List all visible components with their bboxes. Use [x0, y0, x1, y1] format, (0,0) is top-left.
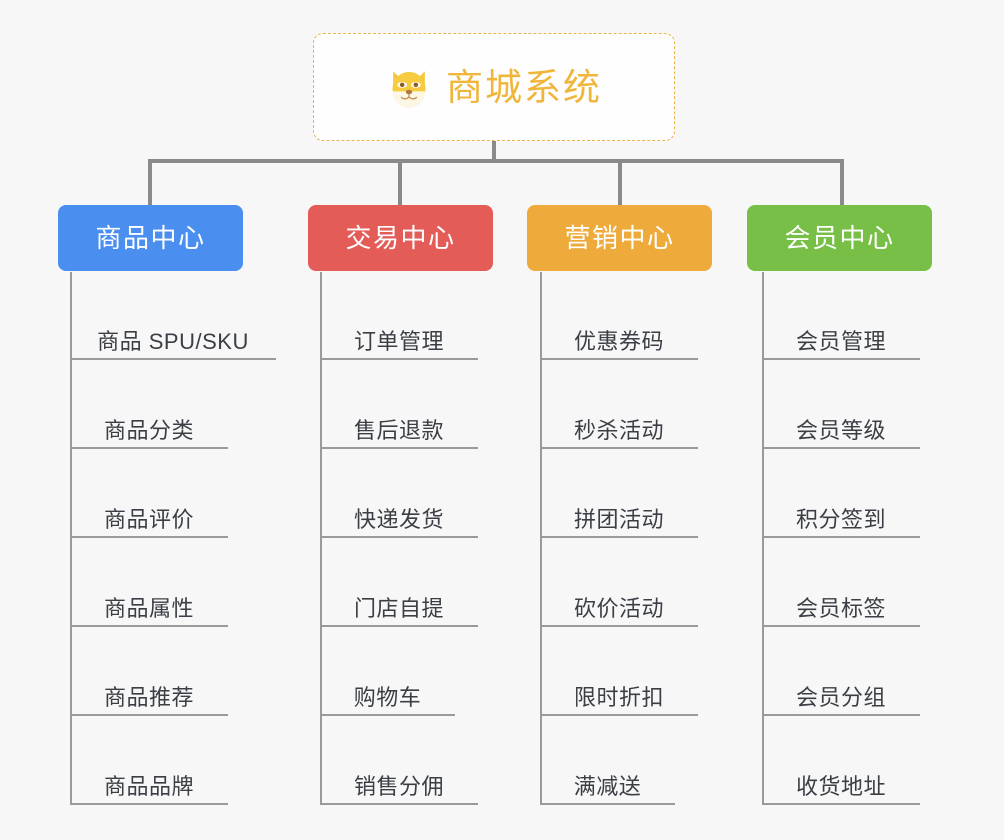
- leaf-label: 积分签到: [795, 506, 886, 532]
- leaf-label: 会员标签: [795, 595, 886, 621]
- leaf-label: 秒杀活动: [573, 417, 664, 443]
- leaf-label: 收货地址: [795, 773, 886, 799]
- leaf-label: 商品分类: [103, 417, 194, 443]
- leaf-label: 商品推荐: [103, 684, 194, 710]
- leaf-label: 购物车: [353, 684, 422, 710]
- root-stem-connector: [492, 141, 496, 163]
- branch-spine-2: [320, 272, 322, 805]
- leaf-label: 砍价活动: [573, 595, 664, 621]
- branch-drop-connector-4: [840, 159, 844, 207]
- leaf-node[interactable]: 快递发货: [320, 500, 478, 538]
- leaf-label: 商品 SPU/SKU: [97, 328, 249, 354]
- leaf-node[interactable]: 订单管理: [320, 322, 478, 360]
- category-label: 营销中心: [564, 223, 675, 253]
- leaf-node[interactable]: 会员等级: [762, 411, 920, 449]
- leaf-label: 快递发货: [353, 506, 444, 532]
- leaf-label: 会员管理: [795, 328, 886, 354]
- leaf-node[interactable]: 会员标签: [762, 589, 920, 627]
- leaf-node[interactable]: 积分签到: [762, 500, 920, 538]
- leaf-node[interactable]: 会员管理: [762, 322, 920, 360]
- branch-drop-connector-3: [618, 159, 622, 207]
- category-label: 交易中心: [345, 223, 456, 253]
- leaf-node[interactable]: 商品评价: [70, 500, 228, 538]
- leaf-node[interactable]: 商品属性: [70, 589, 228, 627]
- leaf-node[interactable]: 售后退款: [320, 411, 478, 449]
- leaf-label: 销售分佣: [353, 773, 444, 799]
- leaf-node[interactable]: 商品 SPU/SKU: [70, 322, 276, 360]
- branch-drop-connector-2: [398, 159, 402, 207]
- leaf-label: 限时折扣: [573, 684, 664, 710]
- leaf-label: 拼团活动: [573, 506, 664, 532]
- leaf-node[interactable]: 销售分佣: [320, 767, 478, 805]
- leaf-node[interactable]: 拼团活动: [540, 500, 698, 538]
- root-node[interactable]: 商城系统: [313, 33, 675, 141]
- branch-spine-4: [762, 272, 764, 805]
- shiba-dog-face-icon: [392, 71, 426, 108]
- leaf-node[interactable]: 购物车: [320, 678, 455, 716]
- leaf-label: 订单管理: [353, 328, 444, 354]
- leaf-label: 售后退款: [353, 417, 444, 443]
- branch-drop-connector-1: [148, 159, 152, 207]
- leaf-node[interactable]: 门店自提: [320, 589, 478, 627]
- leaf-node[interactable]: 满减送: [540, 767, 675, 805]
- leaf-label: 商品评价: [103, 506, 194, 532]
- leaf-label: 门店自提: [353, 595, 444, 621]
- leaf-node[interactable]: 商品分类: [70, 411, 228, 449]
- leaf-node[interactable]: 收货地址: [762, 767, 920, 805]
- category-node-2[interactable]: 交易中心: [308, 205, 493, 271]
- leaf-node[interactable]: 商品品牌: [70, 767, 228, 805]
- leaf-node[interactable]: 会员分组: [762, 678, 920, 716]
- leaf-node[interactable]: 优惠券码: [540, 322, 698, 360]
- branch-spine-1: [70, 272, 72, 805]
- category-node-4[interactable]: 会员中心: [747, 205, 932, 271]
- leaf-label: 会员等级: [795, 417, 886, 443]
- leaf-label: 商品属性: [103, 595, 194, 621]
- leaf-node[interactable]: 限时折扣: [540, 678, 698, 716]
- trunk-horizontal-connector: [148, 159, 844, 163]
- leaf-node[interactable]: 砍价活动: [540, 589, 698, 627]
- root-title: 商城系统: [446, 66, 602, 108]
- leaf-label: 会员分组: [795, 684, 886, 710]
- category-node-3[interactable]: 营销中心: [527, 205, 712, 271]
- leaf-label: 优惠券码: [573, 328, 664, 354]
- branch-spine-3: [540, 272, 542, 805]
- leaf-node[interactable]: 商品推荐: [70, 678, 228, 716]
- category-node-1[interactable]: 商品中心: [58, 205, 243, 271]
- category-label: 会员中心: [784, 223, 895, 253]
- leaf-label: 满减送: [573, 773, 642, 799]
- category-label: 商品中心: [95, 223, 206, 253]
- leaf-label: 商品品牌: [103, 773, 194, 799]
- leaf-node[interactable]: 秒杀活动: [540, 411, 698, 449]
